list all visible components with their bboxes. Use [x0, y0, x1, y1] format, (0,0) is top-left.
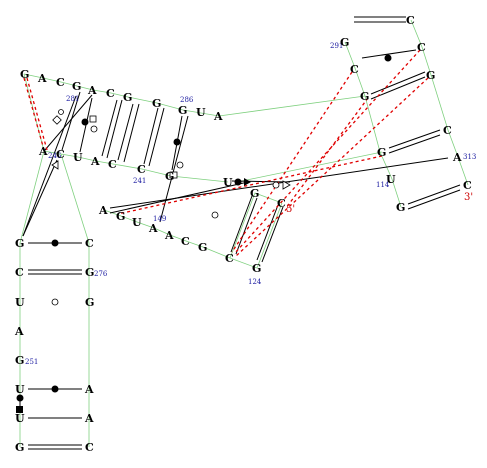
pair-symbol-open-triangle [282, 180, 291, 190]
pair-symbol-filled-circle [173, 138, 181, 146]
nucleotide: G [426, 69, 435, 82]
nucleotide: C [137, 163, 146, 176]
residue-number: 114 [376, 181, 390, 189]
pair-symbol-filled-circle [16, 394, 24, 402]
pair-symbol-open-circle [90, 125, 98, 133]
pair-symbol-filled-square [16, 406, 23, 413]
nucleotide: A [452, 151, 462, 164]
three-prime-label: 3' [464, 192, 473, 203]
pair-symbol-open-circle [51, 298, 59, 306]
nucleotide: C [15, 266, 24, 279]
nucleotide: C [181, 235, 190, 248]
nucleotide: G [178, 104, 187, 117]
nucleotide: G [252, 262, 261, 275]
residue-number: 291 [330, 42, 343, 50]
nucleotide: C [85, 237, 94, 250]
nucleotide: C [56, 148, 65, 161]
nucleotide: U [132, 216, 142, 229]
nucleotide: U [223, 176, 233, 189]
pair-symbol-open-circle [272, 181, 280, 189]
nucleotide: C [106, 87, 115, 100]
nucleotide: C [350, 63, 359, 76]
pair-symbol-filled-circle [51, 385, 59, 393]
five-prime-label: 5' [286, 204, 295, 215]
nucleotide: C [277, 197, 286, 210]
tertiary-interactions [23, 49, 429, 257]
pair-symbol-open-square [89, 115, 97, 123]
residue-number: 241 [133, 177, 146, 185]
nucleotide: C [417, 41, 426, 54]
pair-symbol-open-circle [58, 109, 64, 115]
nucleotide: G [165, 170, 174, 183]
nucleotide: A [37, 72, 47, 85]
nucleotide: G [250, 187, 259, 200]
nucleotide: C [225, 252, 234, 265]
nucleotide: G [85, 296, 94, 309]
pair-symbol-filled-circle [81, 118, 89, 126]
nucleotide: A [84, 383, 94, 396]
pair-symbol-filled-circle [51, 239, 59, 247]
nucleotide: G [123, 91, 132, 104]
nucleotide: G [198, 241, 207, 254]
nucleotide: C [463, 179, 472, 192]
nucleotide: C [443, 124, 452, 137]
pair-symbol-open-triangle [51, 160, 59, 170]
pair-symbol-open-diamond [52, 115, 62, 125]
nucleotide: A [213, 110, 223, 123]
nucleotide: G [377, 146, 386, 159]
pair-symbol-open-circle [211, 211, 219, 219]
nucleotide: A [148, 222, 158, 235]
nucleotide: G [340, 36, 349, 49]
nucleotide: A [84, 412, 94, 425]
base-pairs [19, 16, 461, 450]
backbone [19, 19, 469, 447]
nucleotide: A [38, 145, 48, 158]
nucleotides: G A C G A C G G G U A A C U A C C G A G … [14, 14, 472, 454]
nucleotide: C [108, 158, 117, 171]
nucleotide: U [15, 383, 25, 396]
pair-symbol-open-circle [176, 161, 184, 169]
nucleotide: G [85, 266, 94, 279]
nucleotide: U [196, 106, 206, 119]
residue-number: 246 [48, 152, 62, 160]
nucleotide: G [72, 80, 81, 93]
pair-symbols [16, 54, 392, 413]
residue-number: 149 [153, 215, 166, 223]
nucleotide: G [15, 441, 24, 454]
nucleotide: G [152, 97, 161, 110]
nucleotide: A [14, 325, 24, 338]
nucleotide: C [406, 14, 415, 27]
nucleotide: A [87, 84, 97, 97]
nucleotide: C [56, 76, 65, 89]
nucleotide: U [15, 412, 25, 425]
residue-numbers: 291 281 286 246 241 149 124 313 114 276 … [25, 42, 476, 366]
nucleotide: U [73, 151, 83, 164]
residue-number: 286 [180, 96, 194, 104]
nucleotide: U [15, 296, 25, 309]
residue-number: 276 [94, 270, 108, 278]
residue-number: 313 [463, 153, 476, 161]
pair-symbol-open-square [169, 171, 178, 179]
nucleotide: G [15, 237, 24, 250]
nucleotide: A [98, 204, 108, 217]
pair-symbol-filled-triangle [244, 178, 251, 186]
residue-number: 124 [248, 278, 262, 286]
nucleotide: G [360, 90, 369, 103]
pair-symbol-filled-circle [234, 178, 242, 186]
nucleotide: G [20, 68, 29, 81]
residue-number: 281 [66, 95, 79, 103]
nucleotide: G [116, 210, 125, 223]
nucleotide: U [386, 173, 396, 186]
nucleotide: C [85, 441, 94, 454]
nucleotide: G [15, 354, 24, 367]
residue-number: 251 [25, 358, 38, 366]
nucleotide: A [164, 229, 174, 242]
pair-symbol-filled-circle [384, 54, 392, 62]
nucleotide: A [90, 155, 100, 168]
nucleotide: G [396, 201, 405, 214]
